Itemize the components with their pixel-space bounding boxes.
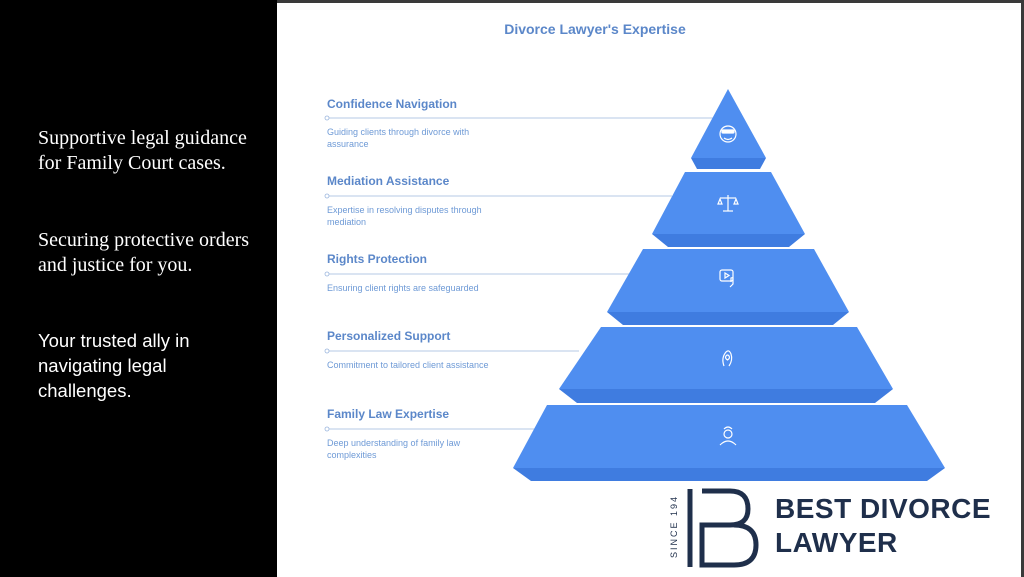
level-2-desc: Expertise in resolving disputes through … — [327, 205, 482, 227]
logo-since-text: SINCE 194 — [669, 495, 679, 559]
guidance-text: Supportive legal guidance for Family Cou… — [38, 126, 247, 176]
ally-line-1: Your trusted ally in — [38, 330, 190, 351]
left-panel: Supportive legal guidance for Family Cou… — [0, 0, 277, 577]
protective-orders-text: Securing protective orders and justice f… — [38, 228, 249, 278]
hand-heart-icon — [722, 350, 733, 367]
connector-dot-2 — [324, 193, 330, 199]
infographic-panel: Divorce Lawyer's Expertise — [277, 3, 1021, 577]
pyramid-level-1 — [691, 89, 766, 169]
logo-mark-icon — [687, 488, 759, 568]
connector-dot-5 — [324, 426, 330, 432]
guidance-line-2: for Family Court cases. — [38, 152, 226, 174]
confident-face-icon — [719, 125, 737, 143]
level-4-desc: Commitment to tailored client assistance — [327, 360, 489, 370]
pyramid-diagram — [324, 89, 945, 481]
level-1-desc: Guiding clients through divorce with ass… — [327, 127, 470, 149]
level-5-desc: Deep understanding of family law complex… — [327, 438, 461, 460]
logo-text-line-2: LAWYER — [775, 527, 898, 558]
logo-text-line-1: BEST DIVORCE — [775, 493, 992, 524]
level-1-title: Confidence Navigation — [327, 97, 458, 111]
ally-line-3: challenges. — [38, 380, 132, 401]
connector-dot-3 — [324, 271, 330, 277]
ally-line-2: navigating legal — [38, 355, 167, 376]
infographic-title: Divorce Lawyer's Expertise — [504, 21, 686, 37]
connector-dot-1 — [324, 115, 330, 121]
trusted-ally-text: Your trusted ally in navigating legal ch… — [38, 328, 190, 403]
guidance-line-1: Supportive legal guidance — [38, 127, 247, 149]
pyramid-level-4 — [559, 327, 893, 403]
touch-screen-icon — [719, 269, 734, 288]
pyramid-level-3 — [607, 249, 849, 325]
level-4-title: Personalized Support — [327, 329, 451, 343]
level-5-title: Family Law Expertise — [327, 407, 450, 421]
level-2-title: Mediation Assistance — [327, 174, 450, 188]
protective-line-2: and justice for you. — [38, 254, 193, 276]
protective-line-1: Securing protective orders — [38, 229, 250, 251]
scales-icon — [717, 195, 739, 212]
level-3-title: Rights Protection — [327, 252, 428, 266]
connector-dot-4 — [324, 348, 330, 354]
pyramid-level-5 — [513, 405, 945, 481]
level-3-desc: Ensuring client rights are safeguarded — [327, 283, 479, 293]
lawyer-icon — [719, 426, 737, 446]
